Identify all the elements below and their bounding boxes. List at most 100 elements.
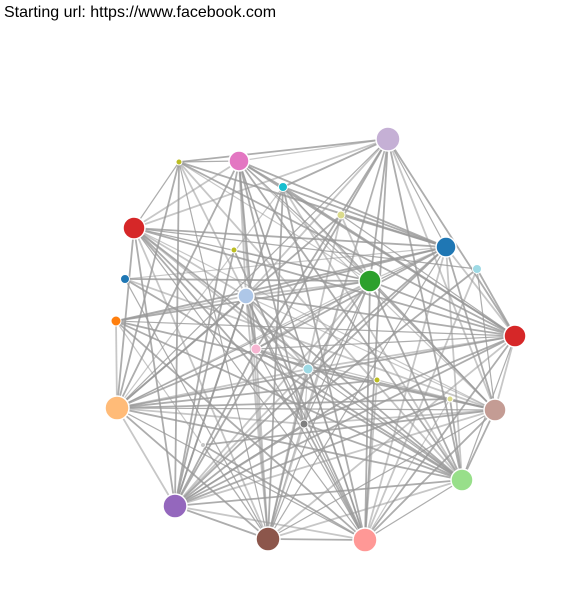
graph-node[interactable] [358, 269, 382, 293]
graph-link [245, 295, 309, 370]
graph-link [282, 186, 447, 248]
graph-link [174, 161, 180, 507]
graph-link [340, 214, 447, 248]
graph-link [124, 278, 463, 481]
graph-node[interactable] [200, 442, 206, 448]
graph-node[interactable] [302, 363, 314, 375]
graph-link [387, 138, 447, 248]
graph-node[interactable] [250, 343, 262, 355]
graph-node[interactable] [336, 210, 346, 220]
graph-link [369, 280, 463, 481]
graph-link [133, 227, 176, 507]
graph-link [133, 227, 496, 411]
graph-link [174, 409, 496, 507]
graph-node[interactable] [175, 158, 183, 166]
graph-link [115, 246, 447, 322]
graph-node[interactable] [435, 236, 457, 258]
graph-link [461, 409, 496, 481]
graph-link [245, 295, 516, 337]
graph-link [115, 320, 118, 409]
graph-node[interactable] [228, 150, 250, 172]
graph-node[interactable] [104, 395, 130, 421]
graph-link [116, 407, 496, 411]
graph-link [364, 398, 451, 541]
graph-node[interactable] [120, 274, 130, 284]
graph-link [238, 160, 447, 248]
graph-link [255, 335, 516, 350]
graph-node[interactable] [472, 264, 482, 274]
graph-link [267, 423, 305, 540]
graph-link [178, 161, 463, 481]
graph-link [364, 409, 496, 541]
graph-link [245, 138, 389, 297]
graph-node[interactable] [373, 376, 381, 384]
graph-node[interactable] [278, 182, 288, 192]
graph-link [116, 407, 176, 507]
graph-link [115, 320, 516, 337]
graph-link [133, 161, 180, 229]
graph-node[interactable] [255, 526, 281, 552]
graph-node[interactable] [352, 527, 378, 553]
graph-link [267, 335, 516, 540]
graph-link [174, 423, 305, 507]
graph-nodes [104, 126, 527, 553]
graph-link [238, 160, 309, 370]
graph-link [303, 280, 371, 425]
graph-node[interactable] [237, 287, 255, 305]
graph-link [267, 368, 309, 540]
graph-link [267, 538, 366, 541]
graph-link [202, 409, 496, 446]
graph-node[interactable] [375, 126, 401, 152]
graph-link [303, 423, 366, 541]
graph-link [494, 335, 516, 411]
graph-link [133, 227, 478, 270]
graph-link [115, 295, 247, 322]
graph-node[interactable] [299, 419, 309, 429]
graph-link [364, 246, 447, 541]
graph-node[interactable] [122, 216, 146, 240]
graph-node[interactable] [450, 468, 474, 492]
graph-link [202, 444, 269, 540]
graph-link [174, 295, 247, 507]
graph-links [115, 138, 516, 541]
graph-node[interactable] [483, 398, 507, 422]
graph-node[interactable] [230, 246, 238, 254]
graph-link [174, 368, 309, 507]
graph-link [238, 160, 463, 481]
graph-link [116, 335, 516, 409]
graph-link [116, 138, 389, 409]
graph-link [116, 368, 309, 409]
graph-link [245, 295, 496, 411]
graph-node[interactable] [162, 493, 188, 519]
graph-link [255, 348, 309, 370]
graph-link [174, 249, 235, 507]
graph-link [116, 161, 180, 409]
graph-node[interactable] [110, 315, 122, 327]
graph-link [124, 246, 447, 280]
graph-link [174, 348, 257, 507]
graph-link [255, 348, 269, 540]
graph-link [116, 280, 371, 409]
graph-link [282, 138, 389, 188]
graph-node[interactable] [503, 324, 527, 348]
graph-node[interactable] [446, 395, 454, 403]
graph-link [307, 246, 447, 370]
graph-link [174, 479, 463, 507]
graph-link [116, 407, 463, 481]
graph-link [233, 249, 371, 282]
graph-link [124, 278, 371, 282]
graph-link [267, 409, 496, 540]
graph-link [178, 161, 247, 297]
graph-link [445, 246, 463, 481]
graph-link [282, 186, 463, 481]
graph-link [115, 320, 463, 481]
graph-link [245, 295, 257, 350]
graph-link [476, 268, 496, 411]
graph-link [116, 407, 269, 540]
graph-link [387, 138, 496, 411]
graph-link [255, 348, 366, 541]
starting-url-caption: Starting url: https://www.facebook.com [4, 4, 277, 21]
graph-link [116, 186, 284, 409]
graph-link [245, 295, 269, 540]
